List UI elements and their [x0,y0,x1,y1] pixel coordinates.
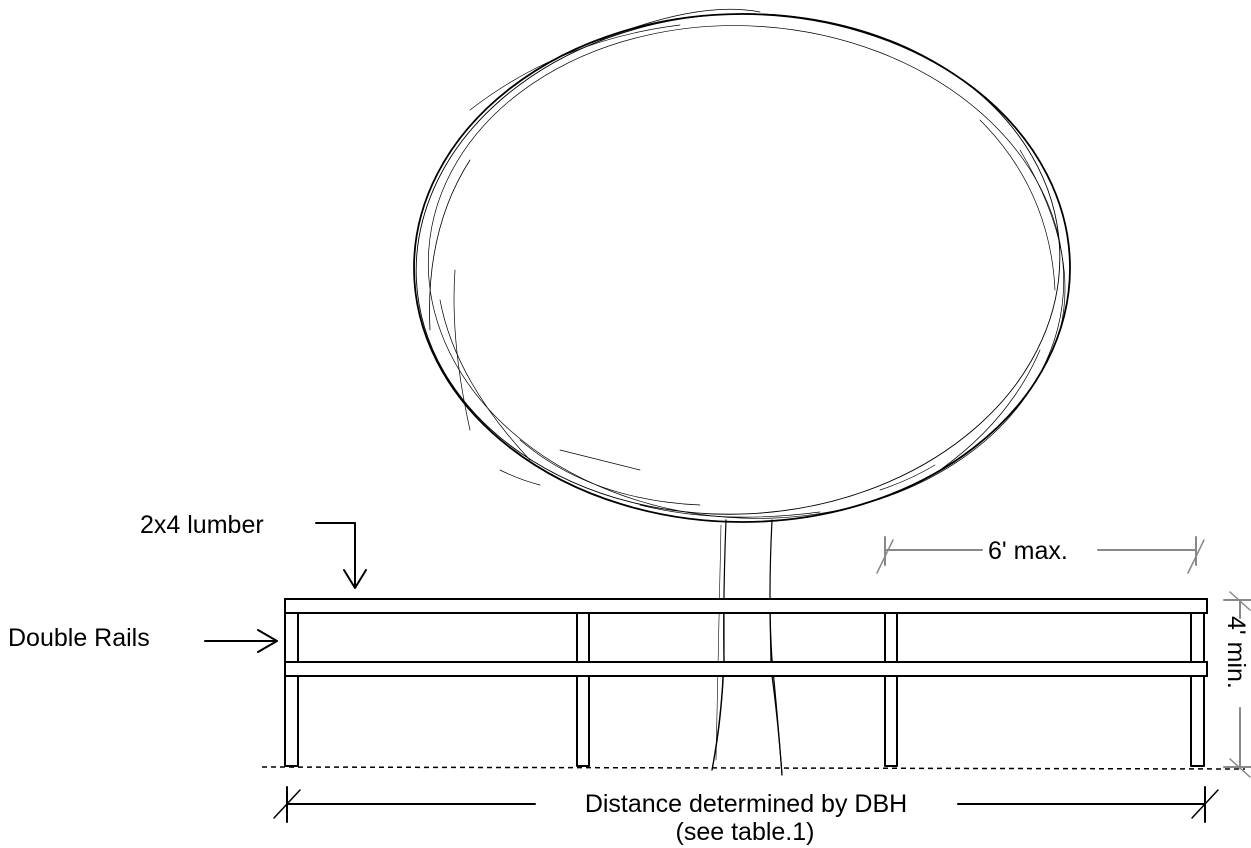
table-reference-label: (see table.1) [676,818,815,846]
fence-posts [284,599,1205,767]
lumber-label: 2x4 lumber [140,511,264,539]
fence-rails [284,598,1208,776]
min-height-label: 4' min. [1222,616,1250,689]
min-height-dimension: 4' min. [1222,591,1251,778]
middle-rail [284,661,1208,677]
max-spacing-label: 6' max. [988,537,1068,565]
rails-label: Double Rails [8,624,150,652]
dbh-distance-label: Distance determined by DBH [585,790,907,818]
ground-line [261,766,1246,770]
tree-trunk [711,519,783,776]
dbh-distance-dimension: Distance determined by DBH (see table.1) [273,786,1219,846]
max-spacing-dimension: 6' max. [876,536,1205,574]
fence-post [284,599,299,767]
fence-post [1190,611,1205,767]
rails-callout: Double Rails [8,624,278,653]
fence-post [884,611,898,767]
top-rail [284,598,1208,614]
fence-post [576,611,590,767]
tree-canopy [413,8,1071,523]
lumber-callout: 2x4 lumber [140,511,367,589]
